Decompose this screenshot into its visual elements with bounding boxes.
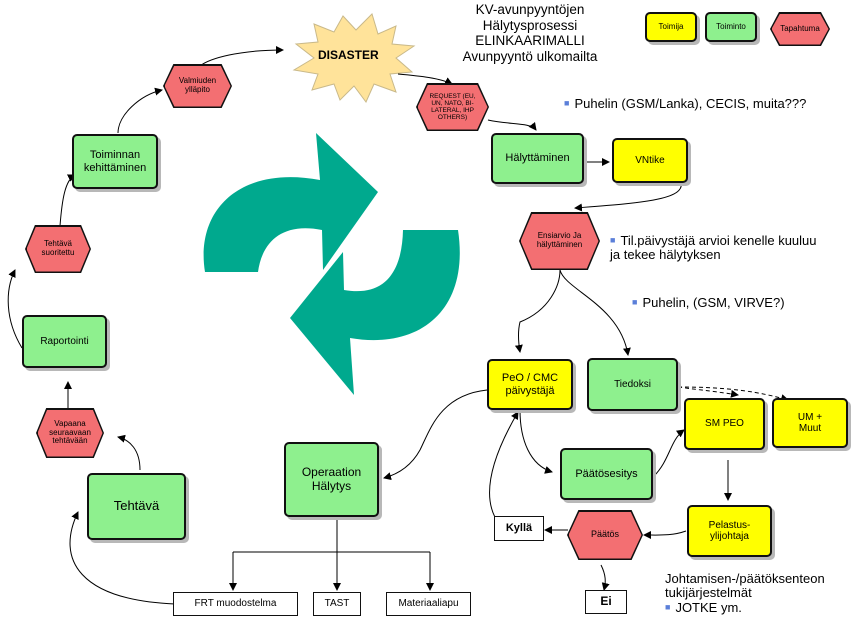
- node-vntike: VNtike: [612, 138, 688, 183]
- note-puhelin-gsm-lanka-text: Puhelin (GSM/Lanka), CECIS, muita???: [574, 96, 807, 111]
- note-til-paivystaja-text-1: Til.päivystäjä arvioi kenelle kuuluu: [620, 233, 817, 248]
- diagram-title: KV-avunpyyntöjen Hälytysprosessi ELINKAA…: [455, 2, 605, 64]
- note-puhelin-gsm-lanka: ■ Puhelin (GSM/Lanka), CECIS, muita???: [564, 96, 807, 111]
- title-line-4: Avunpyyntö ulkomailta: [462, 48, 598, 64]
- node-peo-cmc: PeO / CMC päivystäjä: [487, 359, 573, 410]
- node-kylla: Kyllä: [494, 516, 544, 541]
- bullet-icon: ■: [610, 235, 616, 245]
- node-sm-peo: SM PEO: [684, 398, 765, 450]
- bullet-icon: ■: [564, 98, 570, 108]
- node-um-muut: UM + Muut: [772, 398, 848, 448]
- legend-tapahtuma: Tapahtuma: [770, 12, 830, 46]
- bullet-icon: ■: [632, 297, 638, 307]
- legend-toimija: Toimija: [645, 12, 697, 42]
- node-ensiarvio-label: Ensiarvio Ja hälyttäminen: [536, 231, 583, 249]
- node-ensiarvio: Ensiarvio Ja hälyttäminen: [519, 212, 600, 270]
- node-tast: TAST: [313, 592, 361, 616]
- node-halyttaminen-label: Hälyttäminen: [505, 152, 570, 165]
- title-line-1: KV-avunpyyntöjen: [475, 2, 585, 17]
- node-tehtava-label: Tehtävä: [113, 498, 160, 514]
- node-um-muut-label: UM + Muut: [797, 411, 823, 435]
- disaster-burst-icon: [292, 13, 416, 103]
- title-line-2: Hälytysprosessi: [482, 17, 578, 33]
- node-paatos: Päätös: [567, 510, 643, 560]
- cycle-arrow-top-icon: [203, 133, 378, 272]
- legend-tapahtuma-label: Tapahtuma: [780, 23, 820, 33]
- node-tiedoksi: Tiedoksi: [587, 358, 678, 411]
- legend-toiminto-label: Toiminto: [716, 22, 746, 32]
- node-tehtava: Tehtävä: [87, 473, 186, 540]
- node-tehtava-suoritettu-label: Tehtävä suoritettu: [41, 239, 75, 257]
- node-toiminnan-kehittaminen-label: Toiminnan kehittäminen: [83, 148, 147, 174]
- node-operaation-halytys-label: Operaation Hälytys: [301, 464, 362, 493]
- title-line-3: ELINKAARIMALLI: [475, 33, 585, 49]
- node-sm-peo-label: SM PEO: [705, 418, 744, 430]
- node-halyttaminen: Hälyttäminen: [491, 133, 584, 184]
- node-materiaaliapu: Materiaaliapu: [386, 592, 471, 616]
- node-vapaana-label: Vapaana seuraavaan tehtävään: [49, 418, 91, 446]
- node-paatosesitys: Päätösesitys: [560, 448, 653, 500]
- node-raportointi-label: Raportointi: [40, 335, 89, 347]
- bullet-icon: ■: [665, 601, 671, 612]
- node-valmiuden-yllapito-label: Valmiuden ylläpito: [178, 76, 217, 94]
- note-til-paivystaja: ■ Til.päivystäjä arvioi kenelle kuuluu ja…: [610, 233, 817, 263]
- node-request: REQUEST (EU, UN, NATO, BI-LATERAL, IHP O…: [416, 83, 489, 131]
- node-toiminnan-kehittaminen: Toiminnan kehittäminen: [72, 134, 158, 189]
- node-peo-cmc-label: PeO / CMC päivystäjä: [501, 371, 559, 397]
- node-operaation-halytys: Operaation Hälytys: [284, 442, 379, 517]
- node-frt-label: FRT muodostelma: [194, 598, 277, 610]
- node-raportointi: Raportointi: [22, 315, 107, 368]
- note-puhelin-gsm-virve: ■ Puhelin, (GSM, VIRVE?): [632, 295, 785, 310]
- node-paatos-label: Päätös: [590, 529, 620, 540]
- node-ei: Ei: [585, 590, 627, 614]
- node-vntike-label: VNtike: [635, 154, 665, 166]
- node-request-label: REQUEST (EU, UN, NATO, BI-LATERAL, IHP O…: [429, 92, 476, 122]
- note-johtamisen: Johtamisen-/päätöksenteon tukijärjestelm…: [665, 571, 825, 615]
- node-pelastusylijohtaja: Pelastus-ylijohtaja: [687, 505, 772, 557]
- note-johtamisen-text-1: Johtamisen-/päätöksenteon: [665, 571, 825, 586]
- node-vapaana: Vapaana seuraavaan tehtävään: [36, 408, 104, 458]
- note-johtamisen-text-2: tukijärjestelmät: [665, 585, 752, 601]
- note-puhelin-gsm-virve-text: Puhelin, (GSM, VIRVE?): [642, 295, 785, 310]
- node-paatosesitys-label: Päätösesitys: [575, 467, 638, 480]
- note-jotke-text: JOTKE ym.: [675, 599, 742, 615]
- node-materiaaliapu-label: Materiaaliapu: [398, 598, 459, 610]
- note-til-paivystaja-text-2: ja tekee hälytyksen: [610, 247, 721, 263]
- cycle-arrow-bottom-icon: [290, 230, 460, 395]
- node-valmiuden-yllapito: Valmiuden ylläpito: [163, 64, 232, 108]
- legend-toiminto: Toiminto: [705, 12, 757, 42]
- node-tehtava-suoritettu: Tehtävä suoritettu: [25, 225, 91, 273]
- node-tast-label: TAST: [324, 598, 350, 610]
- node-frt: FRT muodostelma: [173, 592, 298, 616]
- disaster-label: DISASTER: [318, 48, 379, 62]
- node-ei-label: Ei: [600, 594, 612, 609]
- node-tiedoksi-label: Tiedoksi: [614, 378, 651, 390]
- node-pelastusylijohtaja-label: Pelastus-ylijohtaja: [708, 519, 751, 543]
- legend-toimija-label: Toimija: [658, 22, 684, 32]
- node-kylla-label: Kyllä: [505, 522, 533, 535]
